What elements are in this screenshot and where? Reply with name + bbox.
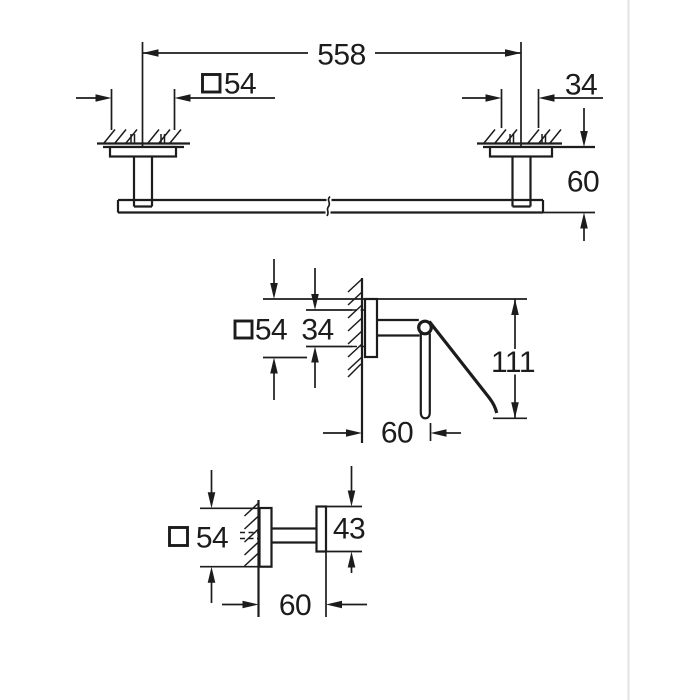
right-wall-mount — [477, 129, 595, 208]
arrowhead-up-icon — [311, 346, 319, 363]
arrowhead-up-icon — [207, 566, 216, 583]
mount-stem — [132, 156, 154, 208]
hook-stem — [271, 527, 317, 544]
roll-post — [419, 333, 431, 413]
dim-label-head: 43 — [333, 513, 365, 546]
arrowhead-up-icon — [580, 212, 588, 229]
hook-view: 54 43 60 — [168, 466, 367, 622]
bracket-reference-lines — [306, 309, 352, 348]
arrowhead-left-icon — [142, 49, 159, 57]
arrowhead-down-icon — [270, 283, 278, 299]
dim-label-depth: 60 — [567, 166, 599, 199]
dimension-depth-60: 60 — [222, 551, 367, 622]
dimension-bracket-34: 34 — [462, 69, 603, 128]
arrowhead-up-icon — [347, 551, 356, 568]
wall-hatching — [103, 129, 182, 144]
dim-label-plate: 54 — [196, 522, 228, 555]
mount-plate — [108, 145, 178, 158]
break-symbol-icon — [326, 195, 331, 217]
mount-plate — [363, 297, 379, 359]
dim-label-length: 558 — [317, 39, 366, 72]
cover-flap — [428, 320, 499, 414]
arrowhead-right-icon — [485, 94, 502, 102]
arrowhead-right-icon — [346, 429, 362, 437]
dim-label-bracket: 34 — [565, 69, 597, 102]
arrowhead-down-icon — [347, 490, 356, 507]
arrowhead-right-icon — [242, 600, 259, 609]
mount-plate — [488, 145, 554, 158]
dimension-head-43: 43 — [326, 466, 366, 573]
roll-post-rounded-end — [419, 412, 431, 420]
arrowhead-down-icon — [207, 492, 216, 509]
holder-arm — [377, 318, 420, 337]
mount-stem — [511, 156, 532, 208]
arrowhead-left-icon — [430, 429, 447, 437]
dim-label-height: 111 — [491, 346, 535, 379]
arrowhead-up-icon — [270, 357, 278, 374]
extension-line — [500, 89, 540, 128]
square-profile-icon — [201, 73, 222, 94]
arrowhead-down-icon — [511, 402, 519, 419]
paper-holder-body — [363, 297, 499, 420]
dim-label-plate: 54 — [255, 314, 287, 347]
dimension-height-111: 111 — [491, 299, 536, 419]
dim-label-bracket: 34 — [301, 314, 333, 347]
dim-label-depth: 60 — [381, 417, 413, 450]
wall-hatching — [347, 278, 363, 378]
arrowhead-left-icon — [538, 94, 555, 102]
hidden-lines — [240, 531, 259, 540]
arrowhead-down-icon — [311, 294, 319, 310]
dimension-plate-54: 54 — [76, 68, 275, 130]
wall-hatching — [483, 129, 562, 144]
square-profile-icon — [168, 526, 189, 547]
arrowhead-up-icon — [511, 299, 519, 315]
dimension-558: 558 — [141, 39, 522, 146]
wall-section — [240, 500, 260, 617]
paper-holder-view: 54 34 111 60 — [233, 259, 536, 450]
dim-label-depth: 60 — [279, 589, 311, 622]
extension-line — [110, 89, 176, 130]
rail-end-caps — [116, 200, 545, 213]
arrowhead-left-icon — [326, 600, 342, 609]
hook-head — [315, 505, 328, 553]
dimension-plate-54: 54 — [233, 259, 288, 400]
pivot-joint — [417, 319, 433, 336]
dim-label-plate: 54 — [224, 68, 256, 101]
towel-bar-view: 558 54 34 60 — [76, 39, 603, 241]
towel-rail — [116, 195, 545, 217]
arrowhead-right-icon — [95, 94, 112, 102]
arrowhead-right-icon — [505, 49, 521, 57]
arrowhead-down-icon — [580, 131, 588, 147]
wall-section — [347, 278, 364, 443]
left-wall-mount — [97, 129, 190, 208]
dimension-depth-60: 60 — [323, 417, 461, 450]
dimension-depth-60: 60 — [543, 108, 600, 241]
reference-lines — [326, 505, 362, 553]
square-profile-icon — [233, 319, 254, 340]
arrowhead-left-icon — [174, 94, 191, 102]
dimension-bracket-34: 34 — [301, 268, 334, 388]
wall-hatching — [243, 502, 260, 567]
hook-body — [258, 505, 328, 568]
mount-plate — [258, 506, 273, 568]
dimension-plate-54: 54 — [168, 470, 272, 603]
